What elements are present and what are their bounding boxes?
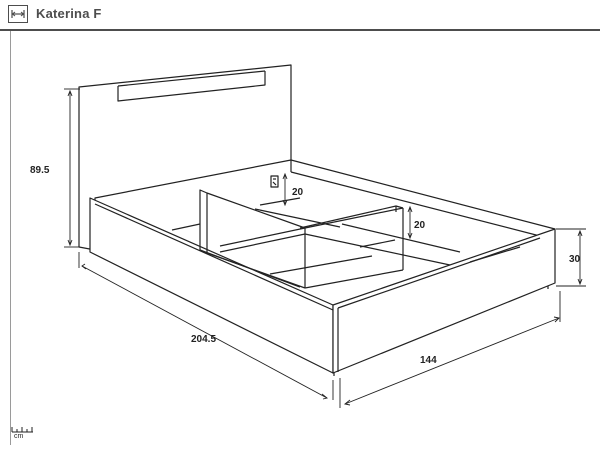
dim-box-depth-front xyxy=(407,205,413,240)
label-box-depth-back: 20 xyxy=(292,187,304,198)
label-frame-height: 30 xyxy=(569,254,581,265)
product-title: Katerina F xyxy=(36,6,102,21)
dim-length xyxy=(78,252,334,400)
dim-headboard-height xyxy=(64,88,80,248)
label-width: 144 xyxy=(420,355,437,366)
header-divider xyxy=(0,29,600,31)
ruler-icon xyxy=(11,427,33,433)
left-border-line xyxy=(10,31,11,445)
storage-dividers xyxy=(171,189,521,289)
label-box-depth-front: 20 xyxy=(414,220,426,231)
footboard xyxy=(332,228,556,374)
dim-frame-height xyxy=(556,228,586,287)
dimension-arrows-icon xyxy=(8,5,28,23)
side-rail-right xyxy=(290,159,556,237)
clip-detail xyxy=(270,175,279,188)
dim-width xyxy=(339,291,561,408)
label-length: 204.5 xyxy=(191,334,216,345)
label-headboard-height: 89.5 xyxy=(30,165,50,176)
scale-unit-label: cm xyxy=(14,433,24,440)
dim-box-depth-back xyxy=(282,172,288,207)
header-bar: Katerina F xyxy=(0,0,600,30)
